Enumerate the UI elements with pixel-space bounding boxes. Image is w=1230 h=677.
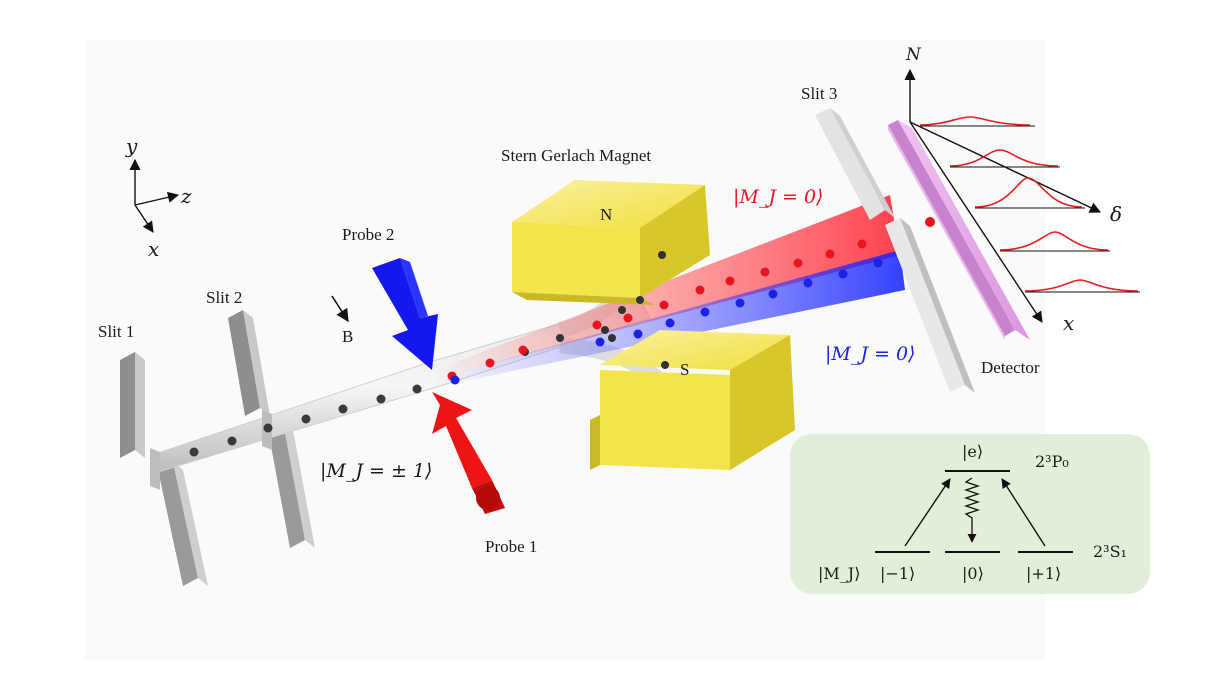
m-minus-label: |−1⟩ bbox=[880, 564, 916, 583]
excitation-arrow-right bbox=[1001, 478, 1046, 547]
magnet-north-pole bbox=[512, 180, 710, 305]
m-plus-label: |+1⟩ bbox=[1026, 564, 1062, 583]
slit-3-label: Slit 3 bbox=[801, 84, 838, 103]
field-arrow bbox=[331, 295, 349, 323]
axis-y-label: y bbox=[126, 134, 138, 158]
axis-z-label: z bbox=[181, 184, 192, 208]
slit-2 bbox=[228, 310, 315, 548]
distribution-curves bbox=[919, 116, 1139, 292]
probe-1-arrow bbox=[432, 392, 505, 514]
probe-2-label: Probe 2 bbox=[342, 225, 395, 244]
probe-2-arrow bbox=[372, 258, 438, 370]
plot-delta-label: δ bbox=[1110, 202, 1123, 226]
axes-triad bbox=[129, 158, 180, 233]
plot-y-label: N bbox=[906, 45, 921, 65]
state-red-label: |M_J = 0⟩ bbox=[733, 186, 824, 208]
detector-screen bbox=[888, 120, 1030, 340]
blue-dots bbox=[450, 258, 883, 385]
state-initial-label: |M_J = ± 1⟩ bbox=[320, 460, 433, 482]
mj-label: |M_J⟩ bbox=[818, 564, 861, 583]
pole-n-label: N bbox=[600, 205, 613, 224]
energy-level-diagram bbox=[875, 470, 1073, 553]
axis-x-label: x bbox=[148, 237, 160, 261]
excitation-arrow-left bbox=[904, 478, 951, 547]
slit-2-label: Slit 2 bbox=[206, 288, 243, 307]
state-blue-label: |M_J = 0⟩ bbox=[825, 343, 916, 365]
detector-label: Detector bbox=[981, 358, 1040, 377]
slit-3 bbox=[815, 108, 975, 393]
atom-dots-initial bbox=[189, 384, 422, 457]
plot-x-label: x bbox=[1063, 311, 1075, 335]
magnet-south-pole bbox=[590, 330, 795, 470]
slit-1-front bbox=[150, 448, 160, 490]
magnet-label: Stern Gerlach Magnet bbox=[501, 146, 652, 165]
field-label: B bbox=[342, 327, 354, 346]
m-zero-label: |0⟩ bbox=[962, 564, 984, 583]
ground-term-label: 2³S₁ bbox=[1093, 542, 1127, 561]
decay-wavy-arrow bbox=[963, 477, 981, 543]
slit-1-label: Slit 1 bbox=[98, 322, 135, 341]
distribution-baselines bbox=[920, 125, 1140, 293]
slit-1 bbox=[120, 352, 208, 586]
energy-level-panel: |e⟩ 2³P₀ 2³S₁ |M_J⟩ |−1⟩ |0⟩ |+1⟩ bbox=[790, 434, 1150, 594]
excited-state-label: |e⟩ bbox=[962, 442, 984, 461]
excited-term-label: 2³P₀ bbox=[1035, 452, 1069, 471]
blue-beam-fan bbox=[430, 250, 905, 388]
probe-1-label: Probe 1 bbox=[485, 537, 538, 556]
red-beam-fan bbox=[430, 195, 900, 380]
pole-s-label: S bbox=[680, 360, 690, 379]
